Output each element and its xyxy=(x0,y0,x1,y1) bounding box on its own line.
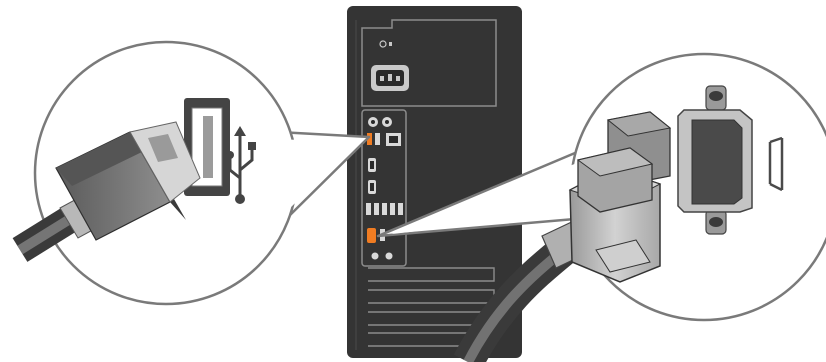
usb-port xyxy=(375,133,380,145)
network-port-icon xyxy=(386,133,401,146)
power-socket-icon xyxy=(371,65,409,91)
usb-connector-callout xyxy=(20,42,369,304)
vga-port-highlighted xyxy=(367,228,376,243)
